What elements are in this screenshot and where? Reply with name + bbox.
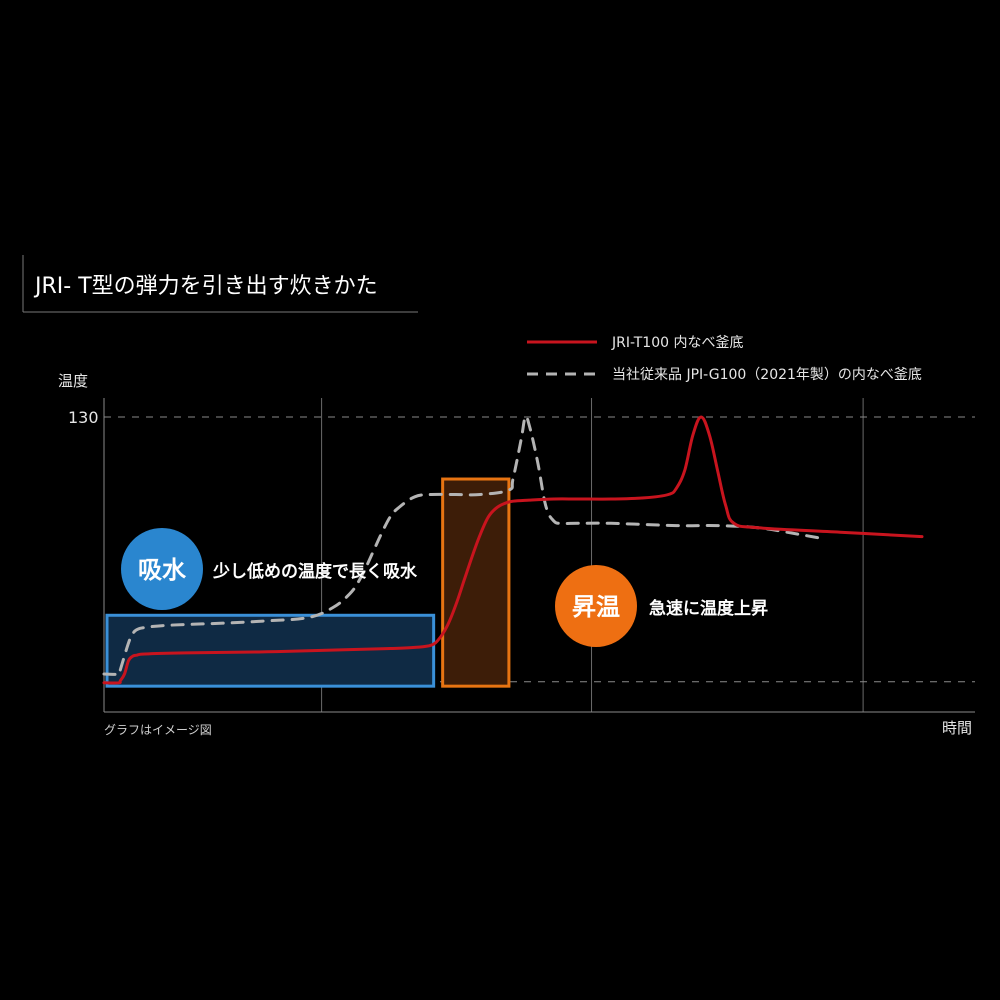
chart-title: JRI- T型の弾力を引き出す炊きかた bbox=[33, 274, 378, 299]
phase-badge-text-absorption: 吸水 bbox=[138, 556, 187, 584]
y-tick-label-130: 130 bbox=[68, 408, 99, 427]
footnote: グラフはイメージ図 bbox=[104, 723, 212, 737]
phase-badge-circle-absorption bbox=[121, 528, 203, 610]
phase-description-heating: 急速に温度上昇 bbox=[649, 598, 768, 619]
series-line-conventional bbox=[102, 414, 826, 676]
series-line-jri-t100 bbox=[102, 415, 924, 685]
phase-callout-absorption: 吸水 少し低めの温度で長く吸水 bbox=[121, 528, 418, 610]
title-block: JRI- T型の弾力を引き出す炊きかた bbox=[22, 255, 418, 313]
phase-badge-circle-heating bbox=[555, 565, 637, 647]
x-axis-label: 時間 bbox=[942, 719, 972, 737]
phase-box-heating bbox=[441, 477, 511, 688]
legend: JRI-T100 内なべ釜底 当社従来品 JPI-G100（2021年製）の内な… bbox=[527, 335, 922, 383]
y-axis-label: 温度 bbox=[58, 372, 88, 390]
phase-callout-heating: 昇温 急速に温度上昇 bbox=[555, 565, 768, 647]
legend-label-solid: JRI-T100 内なべ釜底 bbox=[611, 335, 743, 351]
phase-badge-text-heating: 昇温 bbox=[572, 593, 620, 621]
phase-description-absorption: 少し低めの温度で長く吸水 bbox=[212, 561, 418, 582]
legend-label-dashed: 当社従来品 JPI-G100（2021年製）の内なべ釜底 bbox=[612, 367, 922, 383]
